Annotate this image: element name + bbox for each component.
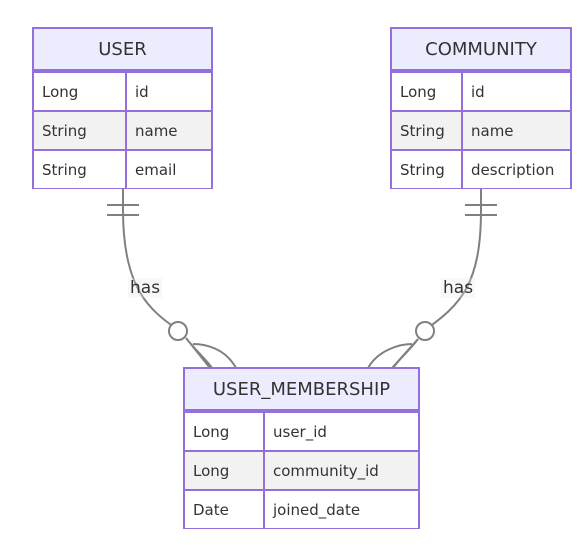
attribute-type: String bbox=[34, 112, 127, 149]
attribute-name: description bbox=[471, 160, 555, 179]
attribute-type: Long bbox=[185, 413, 265, 450]
attribute-name: community_id bbox=[273, 461, 379, 480]
attribute-row: Long user_id bbox=[185, 411, 418, 450]
attribute-row: String name bbox=[392, 110, 570, 149]
attribute-row: String description bbox=[392, 149, 570, 188]
attribute-name: name bbox=[135, 121, 178, 140]
attribute-name: joined_date bbox=[273, 500, 361, 519]
link-community-membership bbox=[424, 189, 482, 331]
entity-title: USER_MEMBERSHIP bbox=[185, 369, 418, 411]
attribute-row: Long id bbox=[392, 71, 570, 110]
attribute-name: user_id bbox=[273, 422, 327, 441]
attribute-row: Date joined_date bbox=[185, 489, 418, 528]
entity-user: USER Long id String name String email bbox=[32, 27, 213, 189]
attribute-type: Long bbox=[392, 73, 463, 110]
attribute-name: id bbox=[135, 82, 149, 101]
cardinality-zero-circle bbox=[415, 321, 435, 341]
attribute-type: String bbox=[392, 151, 463, 188]
attribute-name: email bbox=[135, 160, 177, 179]
attribute-row: Long id bbox=[34, 71, 211, 110]
relationship-label-community: has bbox=[441, 278, 476, 298]
entity-user-membership: USER_MEMBERSHIP Long user_id Long commun… bbox=[183, 367, 420, 529]
cardinality-zero-circle bbox=[168, 321, 188, 341]
attribute-type: Long bbox=[34, 73, 127, 110]
entity-community: COMMUNITY Long id String name String des… bbox=[390, 27, 572, 189]
attribute-row: String name bbox=[34, 110, 211, 149]
attribute-name: id bbox=[471, 82, 485, 101]
link-user-membership bbox=[122, 189, 179, 331]
relationship-label-user: has bbox=[128, 278, 163, 298]
attribute-type: String bbox=[34, 151, 127, 188]
attribute-type: Long bbox=[185, 452, 265, 489]
entity-title: COMMUNITY bbox=[392, 29, 570, 71]
attribute-row: Long community_id bbox=[185, 450, 418, 489]
attribute-type: Date bbox=[185, 491, 265, 528]
attribute-row: String email bbox=[34, 149, 211, 188]
attribute-name: name bbox=[471, 121, 514, 140]
crows-foot bbox=[185, 337, 237, 369]
attribute-type: String bbox=[392, 112, 463, 149]
entity-title: USER bbox=[34, 29, 211, 71]
crows-foot bbox=[367, 338, 419, 369]
